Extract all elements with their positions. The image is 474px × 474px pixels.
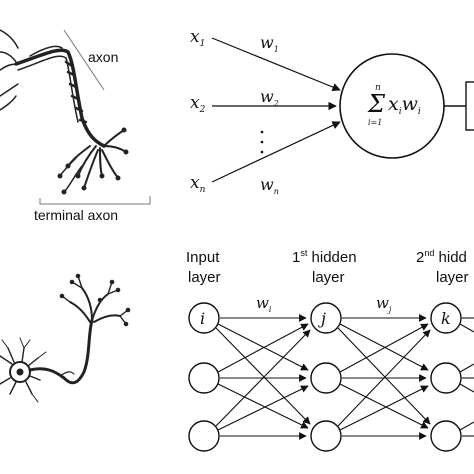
hidden1-node-label: j bbox=[318, 309, 326, 328]
input-node bbox=[188, 362, 220, 394]
terminal-axon-bracket bbox=[39, 196, 151, 205]
neuron-illustration-bottom bbox=[0, 273, 131, 403]
hidden2-node bbox=[430, 420, 462, 452]
hidden2-node-k bbox=[430, 302, 462, 334]
arrow-xn bbox=[211, 121, 341, 183]
input-node bbox=[188, 420, 220, 452]
input-x2: x2 bbox=[190, 93, 206, 115]
weight-wi: wi bbox=[256, 294, 272, 314]
connections-input-to-hidden1 bbox=[215, 314, 311, 440]
sum-lower: i=1 bbox=[368, 118, 382, 127]
input-layer-heading-line2: layer bbox=[188, 269, 221, 286]
sum-sigma: Σ bbox=[367, 90, 386, 118]
input-x1: x1 bbox=[190, 27, 205, 49]
sum-term: xiwi bbox=[388, 93, 421, 117]
hidden2-heading-line2: layer bbox=[436, 269, 469, 286]
perceptron: x1 x2 xn w1 w2 wn Σ n i=1 xiwi bbox=[190, 27, 474, 196]
neuron-illustration-top bbox=[0, 29, 129, 195]
hidden1-node-j bbox=[310, 302, 342, 334]
weight-wn: wn bbox=[260, 175, 279, 196]
connections-hidden2-to-next bbox=[459, 317, 474, 437]
hidden1-heading-line1: 1st hidden bbox=[292, 248, 357, 266]
input-node-i bbox=[188, 302, 220, 334]
connections-hidden1-to-hidden2 bbox=[337, 314, 431, 440]
axon-label: axon bbox=[88, 49, 118, 65]
hidden1-node bbox=[310, 362, 342, 394]
input-node-label: i bbox=[200, 309, 205, 328]
input-layer-heading-line1: Input bbox=[186, 249, 220, 266]
hidden1-heading-line2: layer bbox=[312, 269, 345, 286]
hidden2-heading-line1: 2nd hidd bbox=[416, 248, 467, 266]
sum-upper: n bbox=[375, 83, 381, 93]
input-xn: xn bbox=[190, 173, 206, 195]
hidden2-node bbox=[430, 362, 462, 394]
arrow-x1 bbox=[211, 37, 341, 92]
weight-w2: w2 bbox=[260, 87, 279, 108]
network-diagram: Input layer 1st hidden layer 2nd hidd la… bbox=[186, 248, 474, 452]
activation-box bbox=[465, 81, 474, 131]
ellipsis-dots bbox=[260, 130, 264, 154]
terminal-axon-label: terminal axon bbox=[34, 207, 118, 223]
axon-bracket bbox=[63, 29, 105, 91]
weight-wj: wj bbox=[376, 294, 392, 314]
hidden2-node-label: k bbox=[441, 309, 451, 328]
weight-w1: w1 bbox=[260, 33, 279, 54]
hidden1-node bbox=[310, 420, 342, 452]
